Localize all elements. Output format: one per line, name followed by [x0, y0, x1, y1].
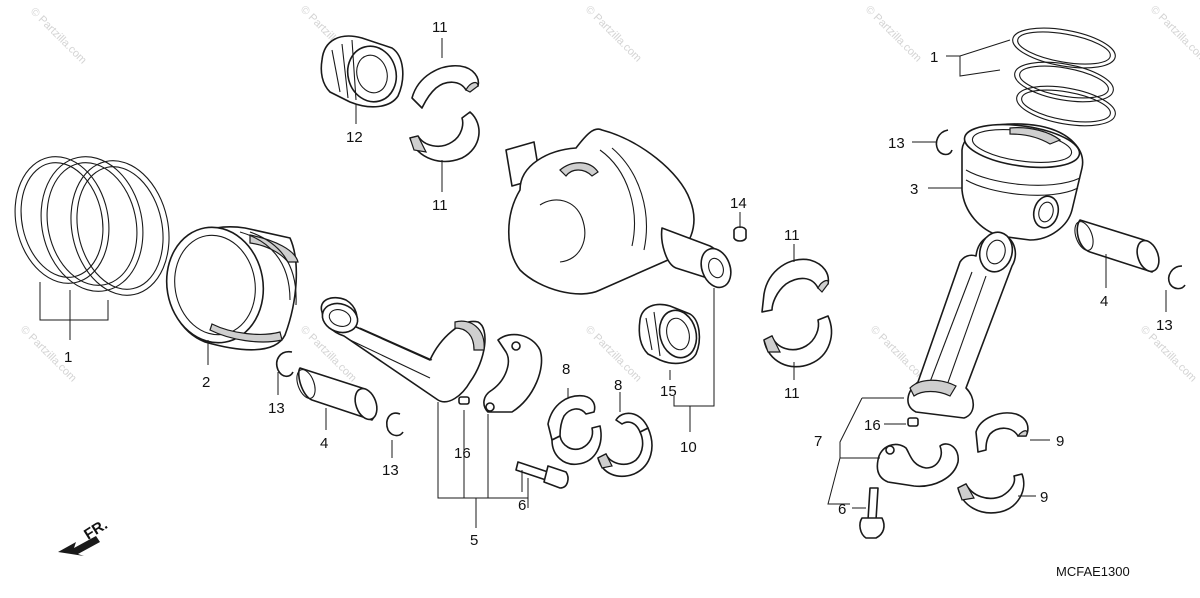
connecting-rod-left[interactable]	[318, 296, 486, 403]
connecting-rod-bolt-right[interactable]	[859, 487, 885, 539]
needle-bearing-top[interactable]	[320, 35, 404, 108]
watermark-text: © Partzilla.com	[583, 4, 644, 65]
connecting-rod-bolt-left[interactable]	[515, 461, 569, 489]
callout-11-top[interactable]: 11	[432, 19, 448, 36]
piston-pin-clip-right-b[interactable]	[1167, 265, 1186, 290]
leader-lines	[39, 38, 1167, 528]
main-journal-bearing-right-a[interactable]	[761, 258, 830, 313]
piston-pin-right[interactable]	[1071, 219, 1163, 274]
crankpin-bearing-9b[interactable]	[957, 473, 1025, 514]
needle-bearing-crank[interactable]	[638, 303, 701, 365]
piston-ring-set-right[interactable]	[1010, 21, 1119, 132]
callout-15[interactable]: 15	[660, 383, 677, 400]
front-arrow-icon	[58, 536, 100, 556]
callout-1-right[interactable]: 1	[930, 49, 938, 66]
callout-8-b[interactable]: 8	[614, 377, 622, 394]
callout-3[interactable]: 3	[910, 181, 918, 198]
watermark-text: © Partzilla.com	[583, 324, 644, 385]
callout-6-right[interactable]: 6	[838, 501, 846, 518]
piston-pin-clip-left-b[interactable]	[385, 412, 404, 437]
crankshaft[interactable]	[505, 128, 736, 295]
crankpin-bearing-8a[interactable]	[547, 395, 602, 465]
callout-11-right-bottom[interactable]: 11	[784, 385, 800, 402]
callout-9-a[interactable]: 9	[1056, 433, 1064, 450]
piston-pin-clip-right-a[interactable]	[935, 129, 953, 156]
watermark-text: © Partzilla.com	[28, 6, 89, 67]
callout-9-b[interactable]: 9	[1040, 489, 1048, 506]
connecting-rod-cap-right[interactable]	[876, 443, 959, 487]
piston-left[interactable]	[158, 220, 299, 351]
connecting-rod-right[interactable]	[907, 229, 1017, 419]
crankpin-bearing-9a[interactable]	[975, 412, 1029, 453]
front-direction-indicator: FR.	[58, 516, 111, 556]
callout-14[interactable]: 14	[730, 195, 747, 212]
watermark-text: © Partzilla.com	[863, 4, 924, 65]
callout-10[interactable]: 10	[680, 439, 697, 456]
front-direction-label: FR.	[81, 516, 111, 543]
main-journal-bearing-top-a[interactable]	[411, 65, 480, 109]
callout-2[interactable]: 2	[202, 374, 210, 391]
watermark-text: © Partzilla.com	[1148, 4, 1200, 65]
connecting-rod-cap-left[interactable]	[483, 333, 543, 413]
callout-6-left[interactable]: 6	[518, 497, 526, 514]
dowel-pin-right[interactable]	[907, 417, 919, 427]
dowel-pin-left[interactable]	[458, 396, 470, 405]
callout-5[interactable]: 5	[470, 532, 478, 549]
callout-13-left-b[interactable]: 13	[382, 462, 399, 479]
dowel-pin-crank[interactable]	[733, 226, 747, 242]
callout-13-left-a[interactable]: 13	[268, 400, 285, 417]
callout-16-left[interactable]: 16	[454, 445, 471, 462]
callout-16-right[interactable]: 16	[864, 417, 881, 434]
main-journal-bearing-top-b[interactable]	[409, 111, 480, 163]
callout-12[interactable]: 12	[346, 129, 363, 146]
piston-right[interactable]	[961, 118, 1084, 241]
callout-13-right-top[interactable]: 13	[888, 135, 905, 152]
callout-11-mid[interactable]: 11	[432, 197, 448, 214]
callout-4-left[interactable]: 4	[320, 435, 328, 452]
piston-pin-clip-left-a[interactable]	[276, 350, 294, 378]
callout-11-right-top[interactable]: 11	[784, 227, 800, 244]
callouts: 1 2 13 4 13 11 12 11 16 5 6 8 8 15 10 14…	[64, 19, 1173, 549]
piston-pin-left[interactable]	[293, 367, 381, 422]
callout-7[interactable]: 7	[814, 433, 822, 450]
main-journal-bearing-right-b[interactable]	[763, 315, 833, 368]
callout-13-right-bottom[interactable]: 13	[1156, 317, 1173, 334]
piston-ring-set-left[interactable]	[4, 147, 181, 304]
crankpin-bearing-8b[interactable]	[597, 412, 653, 478]
diagram-code: MCFAE1300	[1056, 564, 1130, 579]
callout-4-right[interactable]: 4	[1100, 293, 1108, 310]
callout-8-a[interactable]: 8	[562, 361, 570, 378]
callout-1-left[interactable]: 1	[64, 349, 72, 366]
